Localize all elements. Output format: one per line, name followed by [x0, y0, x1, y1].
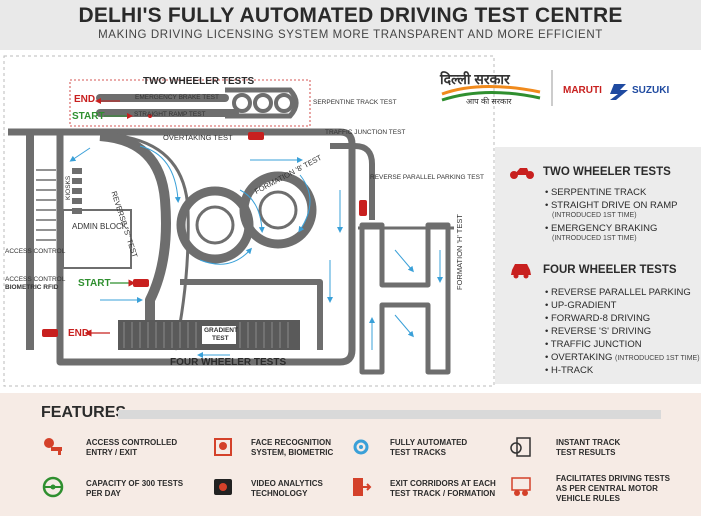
delhi-govt-tagline: आप की सरकार	[466, 97, 512, 106]
legend-four-wheeler-title: FOUR WHEELER TESTS	[543, 264, 677, 276]
gradient-label-1: GRADIENT	[204, 327, 238, 334]
two-wheeler-track	[96, 87, 299, 119]
car-icons	[42, 132, 367, 337]
motorbike-icon	[510, 168, 534, 179]
traffic-junction-label: TRAFFIC JUNCTION TEST	[325, 129, 406, 136]
features-divider-bar	[118, 410, 661, 419]
legend-four-wheeler-item: • H-TRACK	[545, 365, 594, 376]
four-wheeler-track	[8, 128, 454, 375]
automation-icon	[353, 439, 369, 455]
delhi-govt-logo: दिल्ली सरकार	[440, 71, 510, 87]
legend-four-wheeler-item: • REVERSE 'S' DRIVING	[545, 326, 652, 337]
gradient-label-2: TEST	[212, 335, 229, 342]
legend-two-wheeler-item: • EMERGENCY BRAKING	[545, 223, 658, 234]
legend-four-wheeler-item: • UP-GRADIENT	[545, 300, 617, 311]
results-icon	[510, 437, 531, 457]
four-wheeler-section-title: FOUR WHEELER TESTS	[170, 357, 287, 368]
end-label-bottom: END	[68, 328, 90, 339]
test-facilitation-icon	[511, 477, 531, 496]
admin-building	[62, 209, 132, 269]
access-control-icon	[44, 438, 62, 455]
car-icon	[511, 264, 531, 279]
car-start	[133, 279, 149, 287]
reverse-parallel-label: REVERSE PARALLEL PARKING TEST	[370, 174, 484, 181]
car-end	[42, 329, 58, 337]
formation-h-label: FORMATION 'H' TEST	[455, 214, 464, 290]
legend-four-wheeler-item: • OVERTAKING (INTRODUCED 1ST TIME)	[545, 352, 700, 363]
kiosks-stack	[72, 168, 82, 214]
legend-two-wheeler-item: • SERPENTINE TRACK	[545, 187, 647, 198]
entry-steps	[36, 169, 56, 241]
start-label-bottom: START	[78, 278, 111, 289]
steering-wheel-icon	[42, 476, 64, 498]
legend-note: (INTRODUCED 1ST TIME)	[552, 235, 637, 242]
track-diagram: TWO WHEELER TESTS FOUR WHEELER TESTS END…	[0, 50, 701, 390]
track-map	[3, 55, 628, 387]
legend-four-wheeler-item: • TRAFFIC JUNCTION	[545, 339, 642, 350]
overtaking-label: OVERTAKING TEST	[163, 133, 233, 142]
flow-arrows	[69, 145, 443, 358]
access-control-label: ACCESS CONTROL	[5, 248, 66, 255]
start-label-top: START	[72, 111, 105, 122]
delhi-logo-swoosh	[441, 84, 541, 96]
bike-start	[148, 114, 152, 118]
two-wheeler-section-title: TWO WHEELER TESTS	[143, 76, 255, 87]
site-boundary	[3, 55, 495, 387]
page-subtitle: MAKING DRIVING LICENSING SYSTEM MORE TRA…	[98, 29, 603, 41]
header: DELHI'S FULLY AUTOMATED DRIVING TEST CEN…	[0, 0, 701, 50]
admin-block-label: ADMIN BLOCK	[72, 222, 128, 231]
video-camera-icon	[214, 479, 232, 495]
legend-note: (INTRODUCED 1ST TIME)	[552, 212, 637, 219]
emergency-brake-label: EMERGENCY BRAKE TEST	[135, 94, 219, 101]
suzuki-logo: SUZUKI	[632, 85, 670, 96]
car-parking	[359, 200, 367, 216]
access-control-rfid-label: ACCESS CONTROL	[5, 276, 66, 283]
serpentine-label: SERPENTINE TRACK TEST	[313, 99, 397, 106]
legend-panel: TWO WHEELER TESTS • SERPENTINE TRACK • S…	[495, 147, 701, 384]
biometric-rfid-label: BIOMETRIC RFID	[5, 284, 59, 291]
car-overtaking	[248, 132, 264, 140]
straight-ramp-label: STRAIGHT RAMP TEST	[134, 111, 206, 118]
legend-four-wheeler-item: • FORWARD-8 DRIVING	[545, 313, 651, 324]
legend-four-wheeler-item: • REVERSE PARALLEL PARKING	[545, 287, 691, 298]
two-wheeler-zone	[69, 79, 311, 127]
exit-door-icon	[353, 478, 372, 496]
legend-two-wheeler-title: TWO WHEELER TESTS	[543, 166, 671, 178]
legend-two-wheeler-item: • STRAIGHT DRIVE ON RAMP	[545, 200, 678, 211]
maruti-logo: MARUTI	[563, 85, 602, 96]
features-title: FEATURES	[41, 404, 127, 421]
face-recognition-icon	[214, 438, 232, 456]
kiosks-label: KIOSKS	[65, 175, 72, 200]
suzuki-s-icon	[610, 84, 628, 100]
end-label-top: END	[74, 94, 96, 105]
page-title: DELHI'S FULLY AUTOMATED DRIVING TEST CEN…	[78, 4, 623, 27]
